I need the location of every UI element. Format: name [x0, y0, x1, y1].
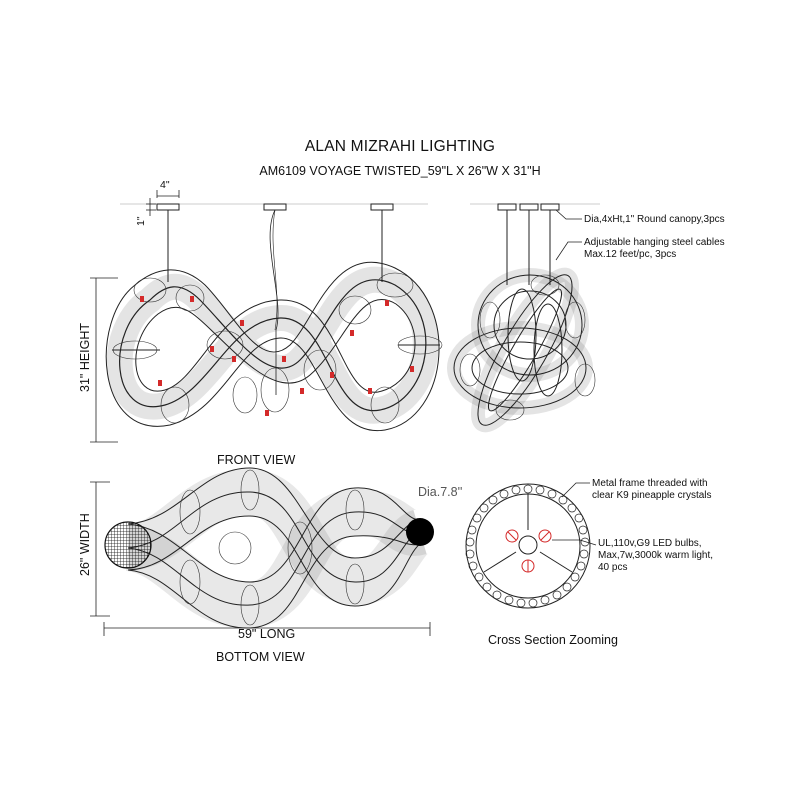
bulbs-note-line1: UL,110v,G9 LED bulbs,: [598, 538, 702, 549]
height-label: 31" HEIGHT: [78, 322, 92, 392]
brand-title: ALAN MIZRAHI LIGHTING: [304, 138, 496, 155]
canopy-width-label: 4": [160, 179, 170, 191]
canopy-note: Dia,4xHt,1" Round canopy,3pcs: [584, 214, 725, 225]
width-label: 26" WIDTH: [78, 513, 92, 576]
frame-note-line2: clear K9 pineapple crystals: [592, 490, 712, 501]
cross-section-drawing: [465, 482, 597, 609]
length-dimension: [103, 622, 431, 636]
canopy-dimension: [146, 190, 180, 216]
width-dimension: [90, 481, 110, 617]
bottom-view-label: BOTTOM VIEW: [216, 650, 305, 664]
bottom-view-drawing: [104, 467, 434, 629]
bulbs-note-line3: 40 pcs: [598, 562, 628, 573]
model-subtitle: AM6109 VOYAGE TWISTED_59"L X 26"W X 31"H: [259, 164, 541, 178]
front-view-drawing: [105, 261, 443, 432]
height-dimension: [90, 277, 118, 443]
cross-section-label: Cross Section Zooming: [488, 633, 618, 647]
cables-note-line2: Max.12 feet/pc, 3pcs: [584, 249, 677, 260]
cross-section-diameter-label: Dia.7.8'': [418, 485, 463, 499]
length-label: 59" LONG: [238, 627, 296, 641]
canopies-front: [156, 203, 394, 395]
note-leaders: [546, 209, 582, 261]
side-view-drawing: [447, 203, 596, 433]
frame-note-line1: Metal frame threaded with: [592, 478, 708, 489]
bulbs-note-line2: Max,7w,3000k warm light,: [598, 550, 714, 561]
front-view-label: FRONT VIEW: [217, 453, 296, 467]
canopy-height-label: 1": [135, 216, 147, 226]
cables-note-line1: Adjustable hanging steel cables: [584, 237, 725, 248]
